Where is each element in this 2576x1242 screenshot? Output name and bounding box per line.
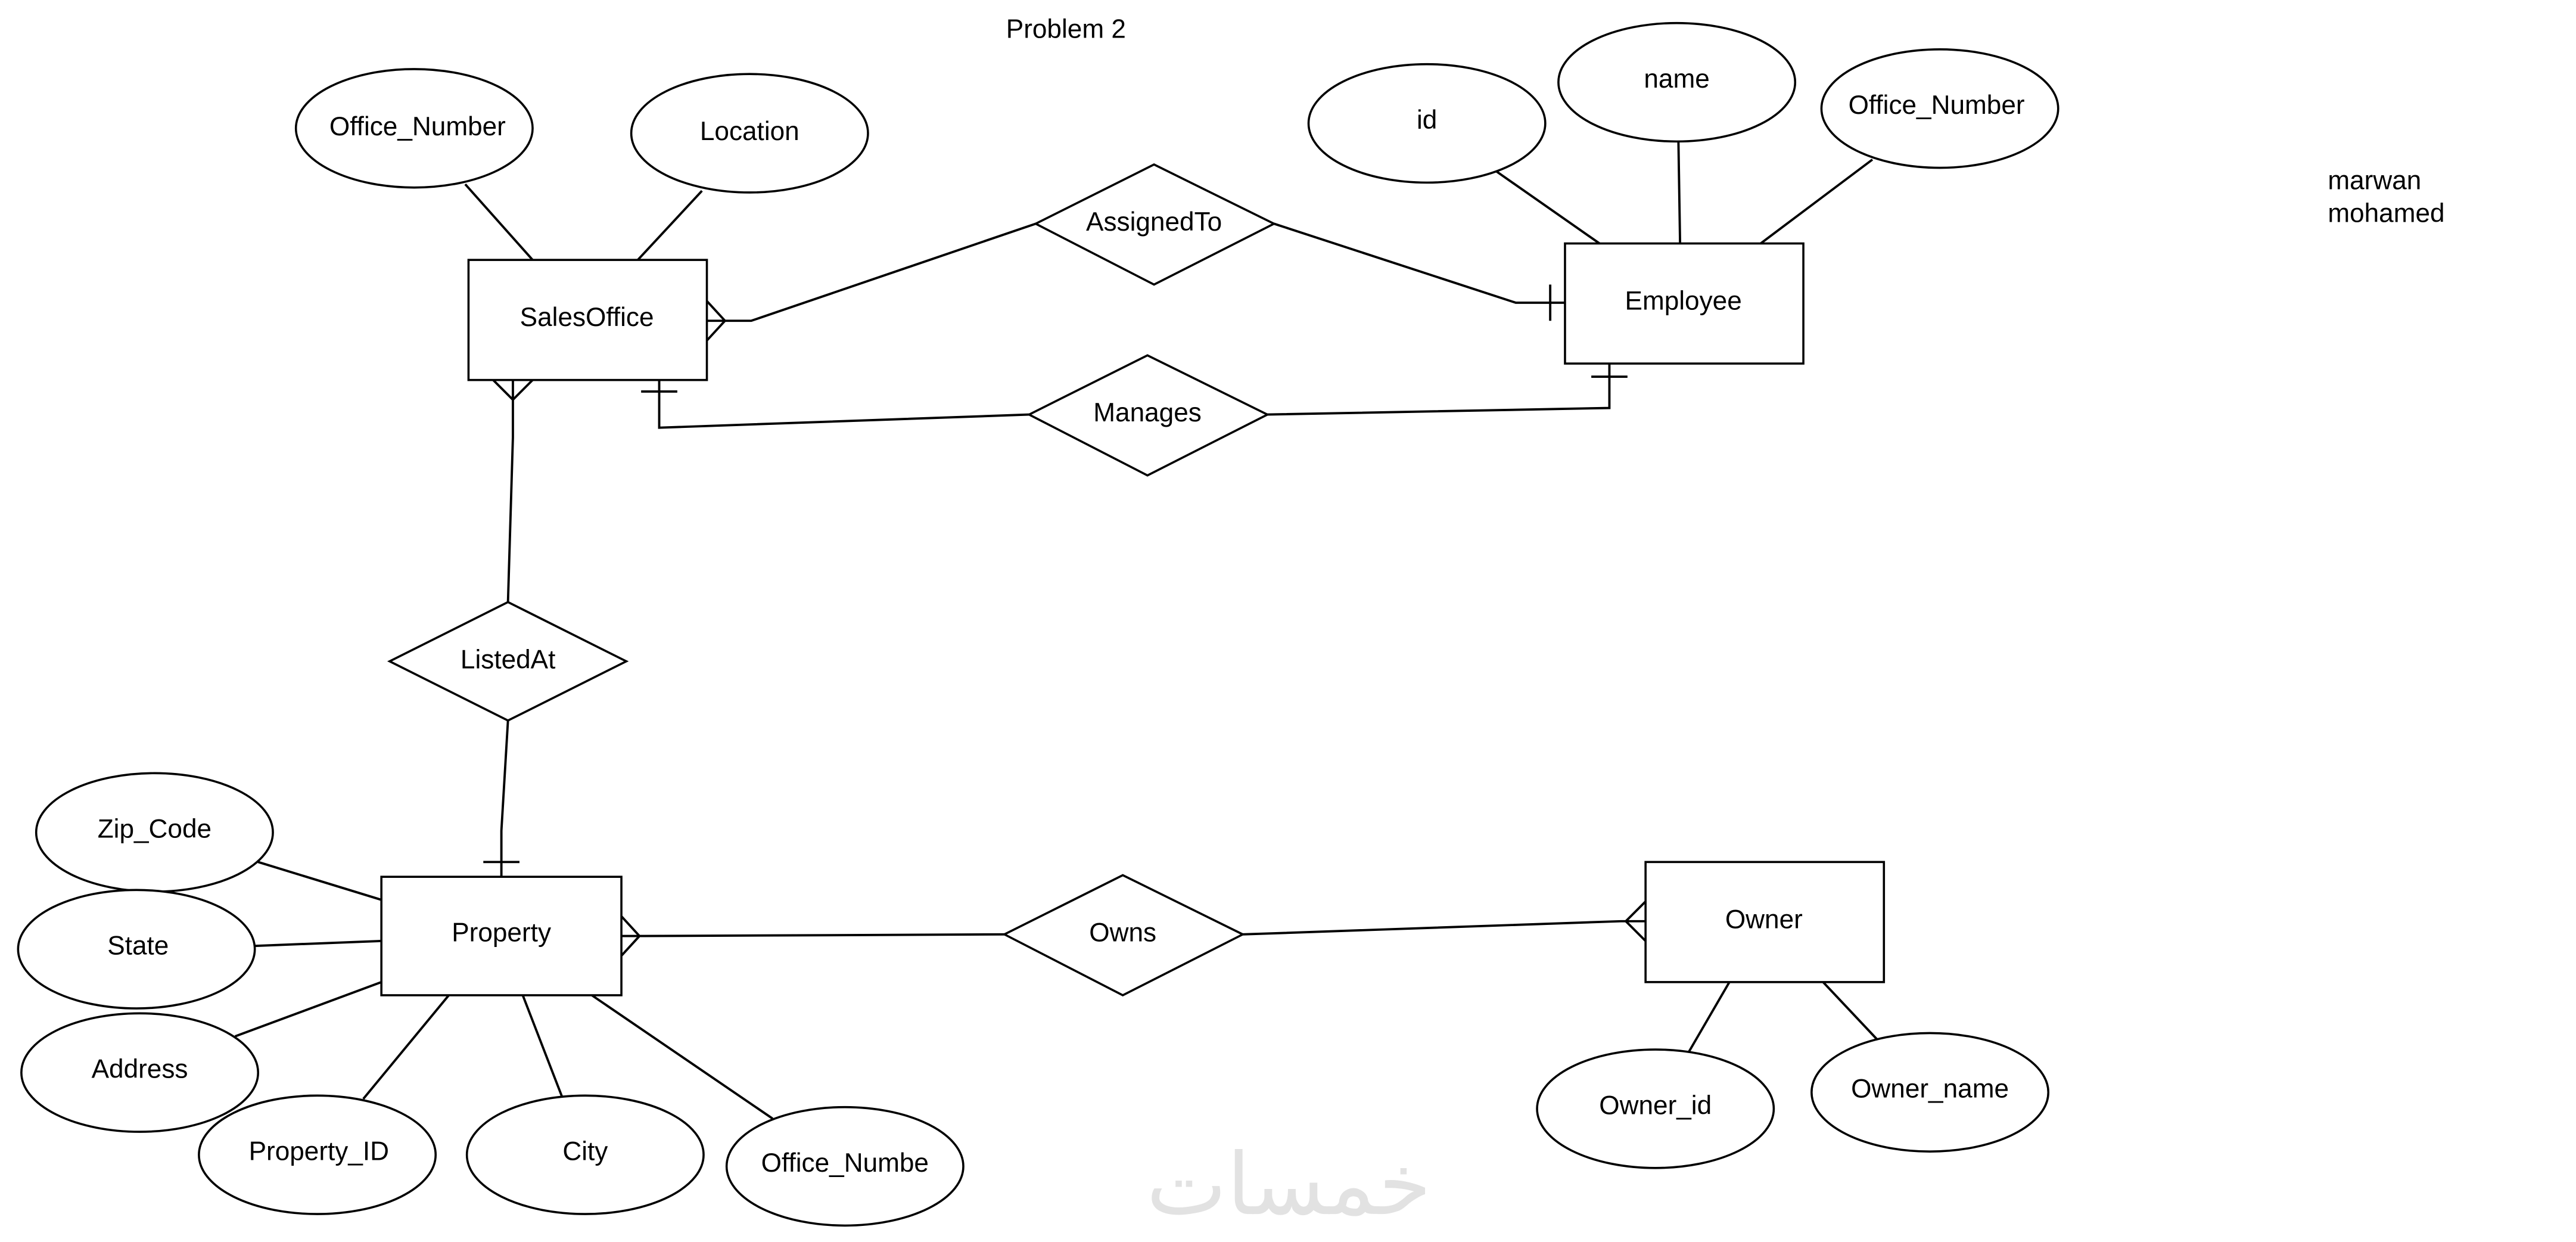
attribute-label: Office_Number <box>1849 91 2025 120</box>
author-last-name: mohamed <box>2328 199 2444 228</box>
connectors <box>234 141 1878 1120</box>
attribute-prop-office-number[interactable]: Office_Numbe <box>725 1106 965 1227</box>
connector-prop-zip <box>257 861 382 901</box>
connector-prop-state <box>254 939 382 948</box>
relationship-listedat[interactable]: ListedAt <box>387 601 629 722</box>
crows-foot-many-icon <box>492 379 534 402</box>
attribute-prop-zip[interactable]: Zip_Code <box>35 772 274 893</box>
attribute-ellipse <box>1307 63 1547 184</box>
connector-prop-office-number <box>591 994 774 1120</box>
connector-emp-office-number <box>1760 159 1874 245</box>
attribute-ellipse <box>1557 21 1797 143</box>
attribute-ellipse <box>198 1094 437 1215</box>
connector-emp-id <box>1495 170 1601 245</box>
attribute-emp-name[interactable]: name <box>1557 21 1797 143</box>
relationship-diamond <box>387 601 629 722</box>
attribute-label: Owner_name <box>1851 1075 2009 1104</box>
connector-prop-address <box>234 981 382 1038</box>
connector-listedat-salesoffice <box>506 380 514 603</box>
attribute-prop-address[interactable]: Address <box>20 1012 260 1133</box>
attribute-ellipse <box>725 1106 965 1227</box>
attribute-emp-office-number[interactable]: Office_Number <box>1820 48 2059 169</box>
connector-owner-name <box>1822 981 1878 1041</box>
attribute-ellipse <box>1820 48 2059 169</box>
watermark-logo: خمسات <box>1146 1135 1431 1234</box>
connector-owns-owner <box>1243 920 1646 936</box>
author-first-name: marwan <box>2328 166 2421 195</box>
connector-manages-employee <box>1267 364 1611 416</box>
entity-label: Owner <box>1725 905 1803 934</box>
attribute-label: Address <box>92 1055 188 1084</box>
entity-label: Property <box>452 918 551 947</box>
relationship-diamond <box>1026 354 1270 477</box>
connector-owns-property <box>621 933 1005 937</box>
entity-box <box>1564 242 1805 365</box>
connector-manages-salesoffice <box>658 380 1029 429</box>
attribute-prop-city[interactable]: City <box>465 1094 705 1215</box>
entity-label: SalesOffice <box>520 303 654 332</box>
connector-emp-name <box>1677 141 1682 244</box>
connector-assignedto-employee <box>1273 222 1565 304</box>
attribute-ellipse <box>20 1012 260 1133</box>
attribute-label: id <box>1417 105 1437 135</box>
relationship-diamond <box>1002 874 1246 996</box>
connector-so-location <box>637 190 703 261</box>
relationship-assignedto[interactable]: AssignedTo <box>1033 163 1277 286</box>
relationship-owns[interactable]: Owns <box>1002 874 1246 996</box>
attribute-ellipse <box>294 68 534 189</box>
attribute-emp-id[interactable]: id <box>1307 63 1547 184</box>
attribute-owner-name[interactable]: Owner_name <box>1810 1032 2050 1153</box>
attribute-owner-id[interactable]: Owner_id <box>1536 1048 1775 1169</box>
entity-box <box>380 875 623 996</box>
relationship-diamond <box>1033 163 1277 286</box>
relationship-manages[interactable]: Manages <box>1026 354 1270 477</box>
attribute-ellipse <box>465 1094 705 1215</box>
attribute-prop-state[interactable]: State <box>17 889 256 1010</box>
attribute-label: name <box>1644 64 1709 94</box>
entity-box <box>1644 861 1886 983</box>
attribute-label: State <box>107 932 169 961</box>
attribute-label: Owner_id <box>1599 1091 1712 1120</box>
entity-box <box>467 259 708 381</box>
entity-employee[interactable]: Employee <box>1564 242 1805 365</box>
connector-assignedto-salesoffice <box>707 222 1037 322</box>
entity-owner[interactable]: Owner <box>1644 861 1886 983</box>
crows-foot-many-icon <box>620 915 642 957</box>
relationship-label: AssignedTo <box>1086 207 1222 237</box>
attribute-label: Office_Number <box>329 112 506 141</box>
attribute-ellipse <box>1536 1048 1775 1169</box>
attribute-label: Property_ID <box>249 1137 389 1166</box>
attribute-label: Office_Numbe <box>761 1148 929 1178</box>
connector-so-office-number <box>464 183 534 261</box>
diagram-title: Problem 2 <box>1006 14 1126 44</box>
connector-listedat-property <box>500 720 509 877</box>
attribute-label: City <box>562 1137 608 1166</box>
attribute-ellipse <box>17 889 256 1010</box>
relationship-label: Manages <box>1093 398 1202 427</box>
relationship-label: Owns <box>1089 918 1156 947</box>
crows-foot-many-icon <box>1624 901 1647 942</box>
attribute-label: Location <box>700 117 799 146</box>
attribute-so-office-number[interactable]: Office_Number <box>294 68 534 189</box>
entity-salesoffice[interactable]: SalesOffice <box>467 259 708 381</box>
entity-label: Employee <box>1625 287 1742 316</box>
attribute-ellipse <box>630 73 869 194</box>
entity-property[interactable]: Property <box>380 875 623 996</box>
attribute-so-location[interactable]: Location <box>630 73 869 194</box>
attribute-label: Zip_Code <box>98 815 211 844</box>
attribute-ellipse <box>1810 1032 2050 1153</box>
connector-owner-id <box>1687 981 1731 1054</box>
connector-prop-id <box>362 994 450 1100</box>
relationship-label: ListedAt <box>461 645 555 674</box>
crows-foot-many-icon <box>706 300 727 341</box>
attribute-prop-id[interactable]: Property_ID <box>198 1094 437 1215</box>
connector-prop-city <box>521 995 564 1098</box>
